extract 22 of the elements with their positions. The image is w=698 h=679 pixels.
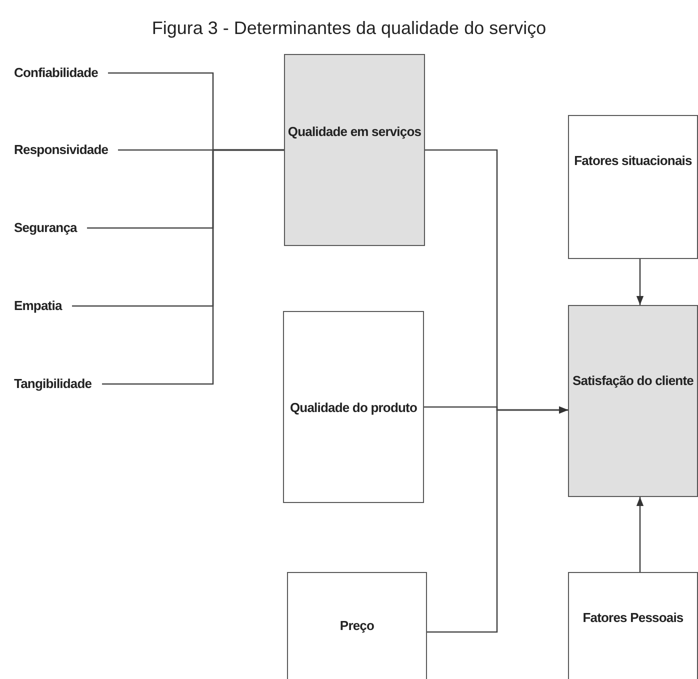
highlighted-box (284, 54, 425, 246)
box-label: Preço (340, 617, 374, 634)
box-label: Fatores situacionais (574, 152, 692, 169)
figure-title: Figura 3 - Determinantes da qualidade do serviço (150, 18, 548, 39)
factor-label: Confiabilidade (14, 65, 98, 81)
connector-line (102, 149, 284, 385)
box-label: Qualidade do produto (290, 398, 418, 416)
factor-label: Tangibilidade (14, 376, 92, 392)
box-label: Satisfação do cliente (572, 372, 694, 389)
process-box (283, 311, 424, 503)
box-label: Qualidade em serviços (288, 123, 422, 140)
factor-label: Segurança (14, 220, 77, 236)
process-box (568, 572, 698, 679)
highlighted-box (568, 305, 698, 497)
process-box (568, 115, 698, 259)
arrow (427, 406, 568, 633)
factor-label: Responsividade (14, 142, 108, 158)
arrow (636, 497, 644, 572)
process-box (287, 572, 427, 679)
arrow (636, 259, 644, 305)
factor-label: Empatia (14, 298, 62, 314)
box-label: Fatores Pessoais (582, 609, 684, 626)
